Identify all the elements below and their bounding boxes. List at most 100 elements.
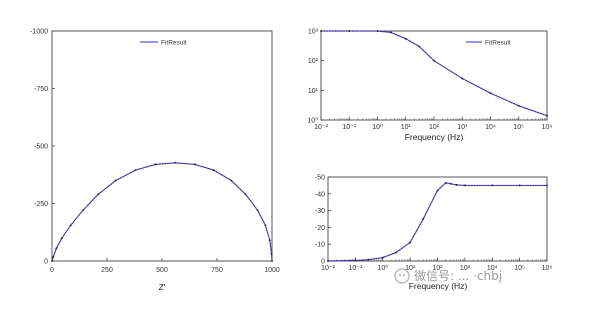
nyquist-x-tick-label: 500 [156, 267, 168, 274]
magnitude-y-tick-label: 10¹ [308, 88, 319, 95]
nyquist-point [268, 239, 271, 242]
magnitude-fit-line [321, 30, 548, 117]
phase-point [422, 218, 425, 220]
phase-x-tick-label: 10⁵ [514, 265, 525, 272]
phase-x-tick-label: 10² [432, 265, 443, 272]
magnitude-x-axis-label: Frequency (Hz) [405, 132, 464, 142]
phase-x-tick-label: 10³ [460, 265, 471, 272]
magnitude-x-tick-label: 10⁰ [372, 123, 383, 131]
watermark-text: 微信号: ... ·chbj [414, 269, 502, 283]
wechat-icon-eye-right [403, 274, 405, 276]
nyquist-frame [51, 30, 273, 262]
phase-y-tick-label: 0 [321, 259, 325, 266]
nyquist-point [212, 169, 215, 172]
phase-point [436, 189, 439, 192]
magnitude-x-tick-label: 10⁶ [542, 124, 553, 131]
nyquist-x-axis-label: Z' [159, 282, 166, 292]
nyquist-y-tick-label: -1000 [30, 29, 48, 36]
nyquist-point [256, 209, 259, 212]
magnitude-x-tick-label: 10¹ [401, 124, 412, 131]
phase-y-tick-label: -30 [315, 208, 325, 215]
phase-x-tick-label: 10⁰ [377, 264, 388, 272]
phase-y-tick-label: -50 [315, 175, 325, 182]
nyquist-y-tick-label: -500 [34, 144, 48, 151]
nyquist-x-tick-label: 250 [101, 267, 113, 274]
nyquist-point [55, 247, 58, 250]
nyquist-point [174, 161, 177, 164]
nyquist-legend-label: FitResult [161, 40, 187, 47]
nyquist-point [97, 193, 100, 196]
phase-point [546, 184, 548, 187]
nyquist-point [114, 179, 117, 182]
magnitude-series [320, 30, 548, 117]
magnitude-y-ticks: 10⁰ 10¹ 10² 10³ [307, 29, 324, 125]
phase-point [394, 251, 397, 254]
magnitude-point [433, 59, 435, 62]
magnitude-frame [320, 30, 548, 121]
nyquist-fit-line [51, 162, 273, 262]
phase-x-tick-label: 10⁶ [542, 265, 553, 272]
phase-point [327, 260, 329, 262]
phase-y-ticks: 0 -10 -20 -30 -40 -50 [315, 175, 331, 266]
magnitude-point [404, 37, 407, 40]
nyquist-y-tick-label: 0 [44, 259, 48, 266]
phase-point [354, 259, 357, 262]
nyquist-x-ticks: 0 250 500 750 1000 [50, 258, 280, 274]
phase-fit-line [327, 182, 547, 262]
phase-point [381, 256, 384, 259]
nyquist-data-line [51, 162, 273, 262]
magnitude-point [546, 114, 548, 117]
nyquist-x-tick-label: 1000 [264, 267, 280, 274]
phase-point [409, 241, 412, 244]
nyquist-point [52, 255, 55, 258]
nyquist-point [230, 179, 233, 182]
nyquist-x-tick-label: 750 [211, 267, 223, 274]
phase-y-tick-label: -40 [315, 191, 325, 198]
watermark: 微信号: ... ·chbj [394, 268, 502, 284]
magnitude-point [376, 30, 379, 33]
nyquist-point [154, 163, 157, 166]
phase-data-line [327, 182, 547, 262]
nyquist-y-ticks: 0 -250 -500 -750 -1000 [30, 29, 55, 266]
phase-x-tick-label: 10¹ [405, 265, 416, 272]
magnitude-y-tick-label: 10⁰ [307, 117, 318, 125]
nyquist-point [60, 237, 63, 239]
magnitude-y-tick-label: 10² [308, 58, 319, 65]
wechat-icon [394, 268, 410, 284]
phase-y-tick-label: -10 [315, 242, 325, 249]
nyquist-point [244, 193, 247, 196]
nyquist-point [81, 209, 84, 212]
phase-y-tick-label: -20 [315, 225, 325, 232]
magnitude-point [389, 31, 392, 34]
phase-x-axis-label: Frequency (Hz) [409, 281, 468, 291]
nyquist-y-tick-label: -750 [34, 86, 48, 93]
magnitude-y-tick-label: 10³ [308, 29, 319, 36]
phase-series [327, 181, 548, 262]
magnitude-x-tick-label: 10² [429, 124, 440, 131]
magnitude-point [461, 77, 464, 80]
phase-point [518, 184, 521, 187]
phase-point [367, 258, 370, 261]
nyquist-point [194, 163, 196, 166]
nyquist-point [51, 260, 53, 262]
phase-point [463, 184, 466, 187]
magnitude-x-tick-label: 10⁻² [314, 124, 328, 131]
nyquist-point [134, 169, 137, 172]
nyquist-point [264, 224, 267, 227]
magnitude-point [489, 92, 492, 95]
magnitude-point [517, 104, 520, 107]
magnitude-x-tick-label: 10⁻¹ [342, 124, 356, 131]
nyquist-y-tick-label: -250 [34, 201, 48, 208]
magnitude-x-tick-label: 10⁴ [485, 124, 496, 131]
magnitude-legend: FitResult [466, 40, 511, 47]
nyquist-point [270, 253, 273, 256]
nyquist-series [51, 161, 273, 262]
magnitude-x-tick-label: 10³ [457, 124, 468, 131]
phase-point [449, 182, 452, 185]
nyquist-x-tick-label: 0 [50, 267, 54, 274]
